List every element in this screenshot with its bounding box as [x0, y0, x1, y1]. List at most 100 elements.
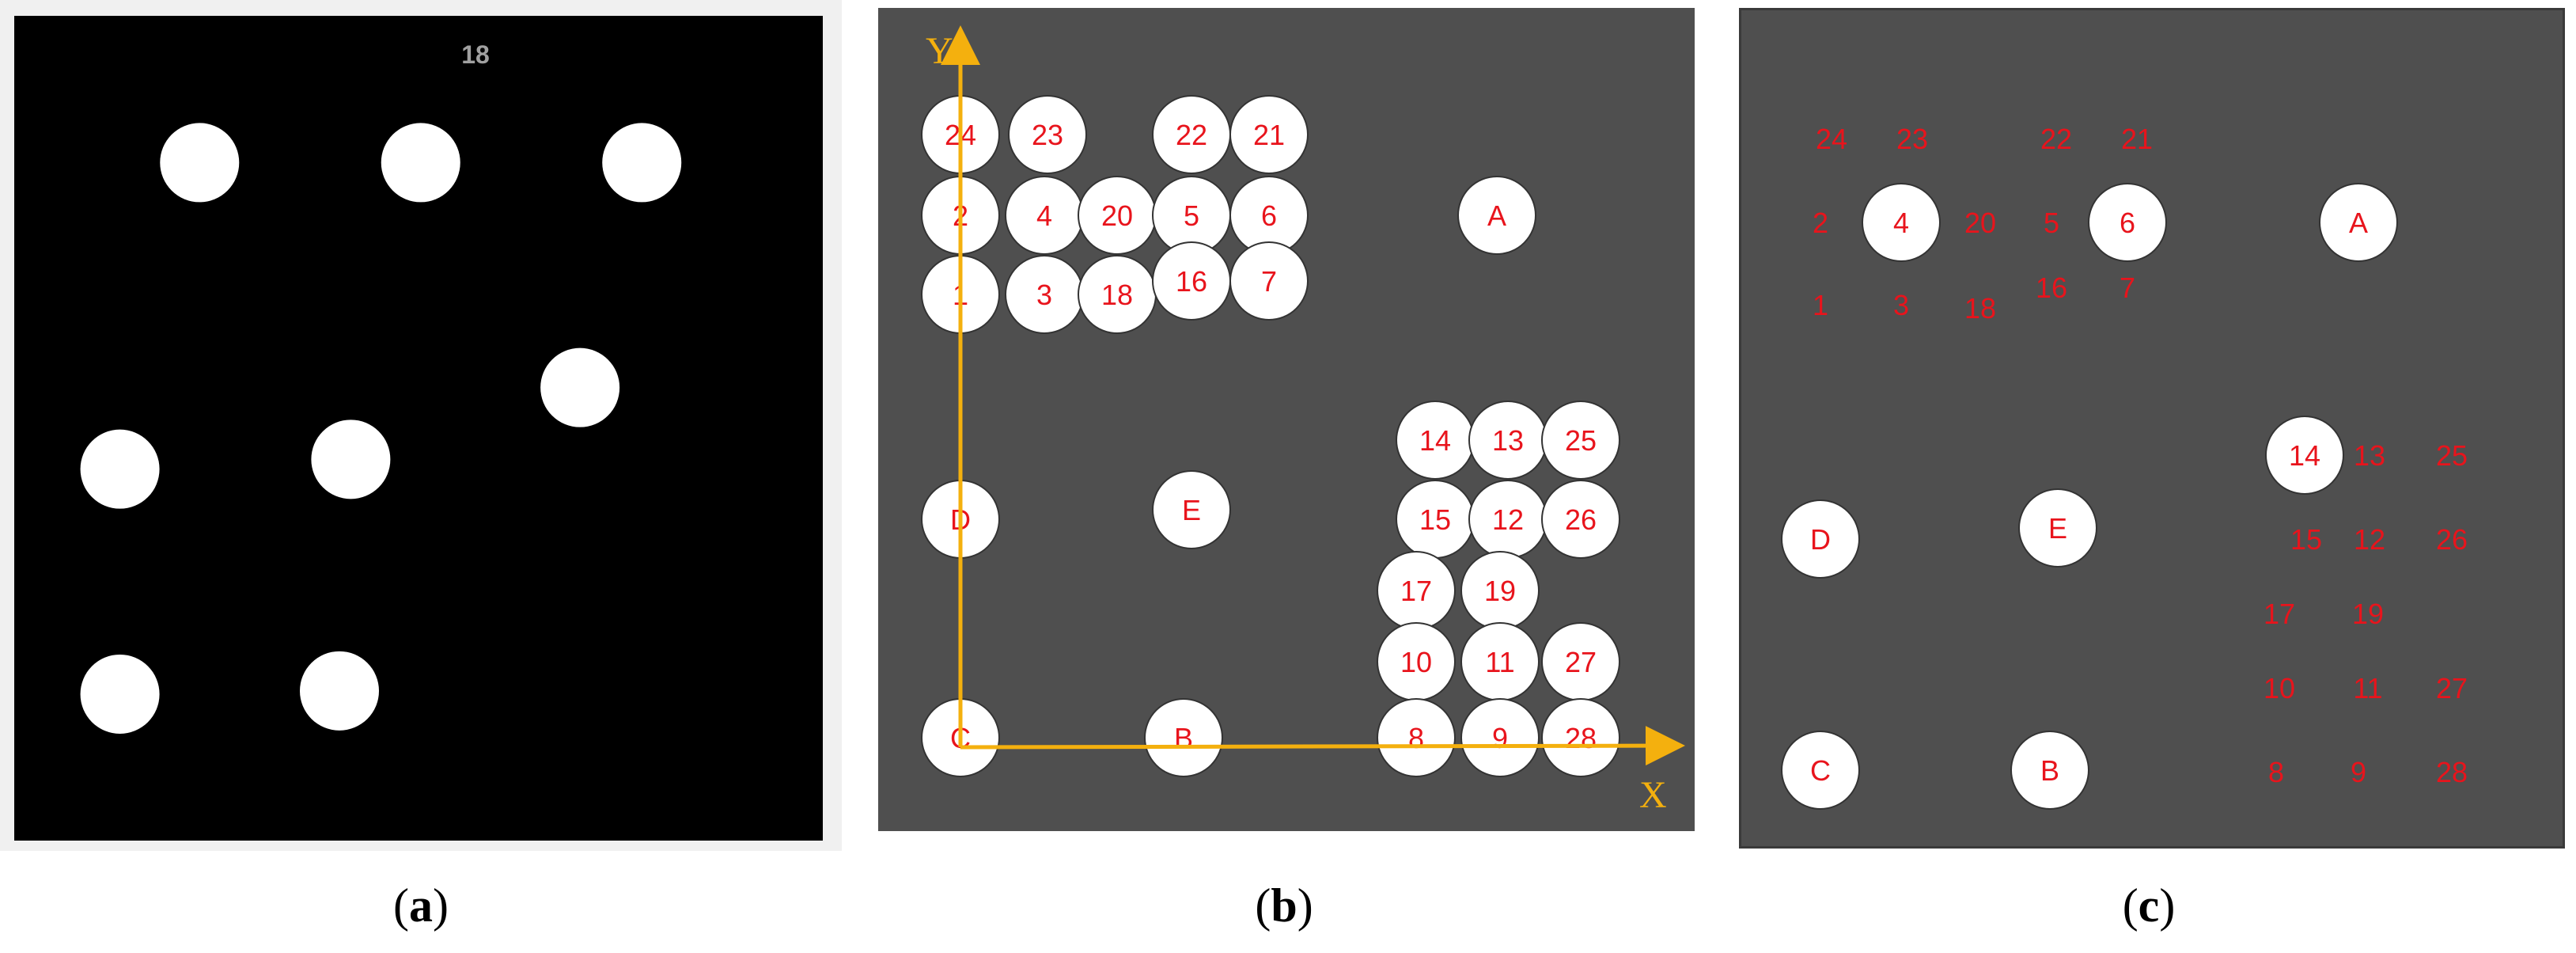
- circle-label: 21: [1253, 119, 1285, 151]
- circle-shape: [1541, 698, 1620, 777]
- circle-label: 7: [1261, 265, 1277, 298]
- label-C: C: [1781, 731, 1860, 810]
- point-label: 13: [2354, 439, 2385, 472]
- circle-shape: [1144, 698, 1223, 777]
- white-dot: [300, 651, 379, 731]
- point-label: 18: [1964, 292, 1996, 325]
- selected-circle: [1781, 499, 1860, 579]
- circle-21: 21: [1229, 95, 1309, 174]
- label-9: 9: [2351, 756, 2366, 788]
- circle-label: 4: [1036, 199, 1052, 232]
- circle-26: 26: [1541, 480, 1620, 559]
- point-label: 16: [2036, 271, 2067, 304]
- circle-6: 6: [1229, 176, 1309, 255]
- label-D: D: [1781, 499, 1860, 579]
- circle-label: 14: [1419, 424, 1451, 457]
- point-label: 10: [2263, 672, 2295, 704]
- label-2: 2: [1813, 207, 1828, 239]
- circle-8: 8: [1377, 698, 1456, 777]
- circle-label: 15: [1419, 503, 1451, 536]
- label-28: 28: [2436, 756, 2468, 788]
- white-dot: [80, 429, 160, 509]
- panel-b-canvas: 242322212420561318167A141325151226171910…: [921, 25, 1685, 816]
- caption-b: (b): [1255, 879, 1313, 932]
- point-label: 19: [2352, 598, 2384, 630]
- circle-17: 17: [1377, 551, 1456, 630]
- label-15: 15: [2290, 523, 2322, 556]
- circle-label: 22: [1176, 119, 1207, 151]
- circle-label: A: [1487, 199, 1506, 232]
- circle-28: 28: [1541, 698, 1620, 777]
- circle-label: 27: [1565, 646, 1597, 678]
- selected-circle: [2265, 416, 2344, 495]
- label-21: 21: [2121, 123, 2153, 155]
- selected-circle: [1862, 183, 1941, 262]
- circle-23: 23: [1008, 95, 1087, 174]
- panel-a-canvas: 18: [80, 40, 682, 734]
- circle-9: 9: [1460, 698, 1540, 777]
- circle-label: 5: [1184, 199, 1199, 232]
- white-dot: [602, 123, 682, 203]
- circle-19: 19: [1460, 551, 1540, 630]
- label-5: 5: [2044, 207, 2059, 239]
- point-label: A: [2349, 207, 2368, 239]
- caption-c: (c): [2122, 879, 2176, 932]
- circle-shape: [1377, 698, 1456, 777]
- label-7: 7: [2120, 271, 2135, 304]
- label-25: 25: [2436, 439, 2468, 472]
- circle-7: 7: [1229, 241, 1309, 321]
- point-label: 8: [2268, 756, 2284, 788]
- point-label: 22: [2040, 123, 2072, 155]
- circle-label: 20: [1101, 199, 1133, 232]
- circle-label: 17: [1400, 575, 1432, 607]
- label-20: 20: [1964, 207, 1996, 239]
- x-axis-label: X: [1639, 774, 1667, 816]
- circle-shape: [1229, 95, 1309, 174]
- circle-10: 10: [1377, 622, 1456, 701]
- circle-label: 28: [1565, 722, 1597, 754]
- circle-label: 11: [1485, 646, 1514, 678]
- circle-B: B: [1144, 698, 1223, 777]
- label-12: 12: [2354, 523, 2385, 556]
- circle-label: 25: [1565, 424, 1597, 457]
- label-23: 23: [1896, 123, 1928, 155]
- selected-circle: [2319, 183, 2398, 262]
- circle-4: 4: [1005, 176, 1084, 255]
- point-label: 20: [1964, 207, 1996, 239]
- point-label: 12: [2354, 523, 2385, 556]
- point-label: 1: [1813, 289, 1828, 321]
- circle-label: 3: [1036, 279, 1052, 311]
- circle-label: 18: [1101, 279, 1133, 311]
- circle-shape: [1541, 480, 1620, 559]
- point-label: 11: [2353, 672, 2382, 704]
- circle-20: 20: [1078, 176, 1157, 255]
- circle-shape: [1460, 698, 1540, 777]
- panel-b-circles: 242322212420561318167A141325151226171910…: [921, 95, 1620, 777]
- label-27: 27: [2436, 672, 2468, 704]
- circle-shape: [1457, 176, 1536, 255]
- label-10: 10: [2263, 672, 2295, 704]
- circle-label: 19: [1484, 575, 1516, 607]
- point-label: 25: [2436, 439, 2468, 472]
- circle-label: 23: [1032, 119, 1063, 151]
- white-dot: [80, 654, 160, 734]
- circle-label: 8: [1408, 722, 1424, 754]
- label-1: 1: [1813, 289, 1828, 321]
- circle-11: 11: [1460, 622, 1540, 701]
- circle-3: 3: [1005, 255, 1084, 334]
- selected-circle: [2088, 183, 2167, 262]
- caption-a: (a): [393, 879, 449, 932]
- circle-14: 14: [1396, 401, 1475, 480]
- point-label: 2: [1813, 207, 1828, 239]
- point-label: C: [1810, 754, 1831, 787]
- panel-a-frame: 18: [14, 16, 823, 841]
- frame-number-label: 18: [461, 40, 490, 69]
- circle-label: E: [1182, 494, 1201, 526]
- selected-circle: [2018, 488, 2097, 568]
- white-dot: [311, 420, 391, 499]
- point-label: 3: [1893, 289, 1909, 321]
- point-label: 9: [2351, 756, 2366, 788]
- point-label: 4: [1893, 207, 1909, 239]
- point-label: D: [1810, 523, 1831, 556]
